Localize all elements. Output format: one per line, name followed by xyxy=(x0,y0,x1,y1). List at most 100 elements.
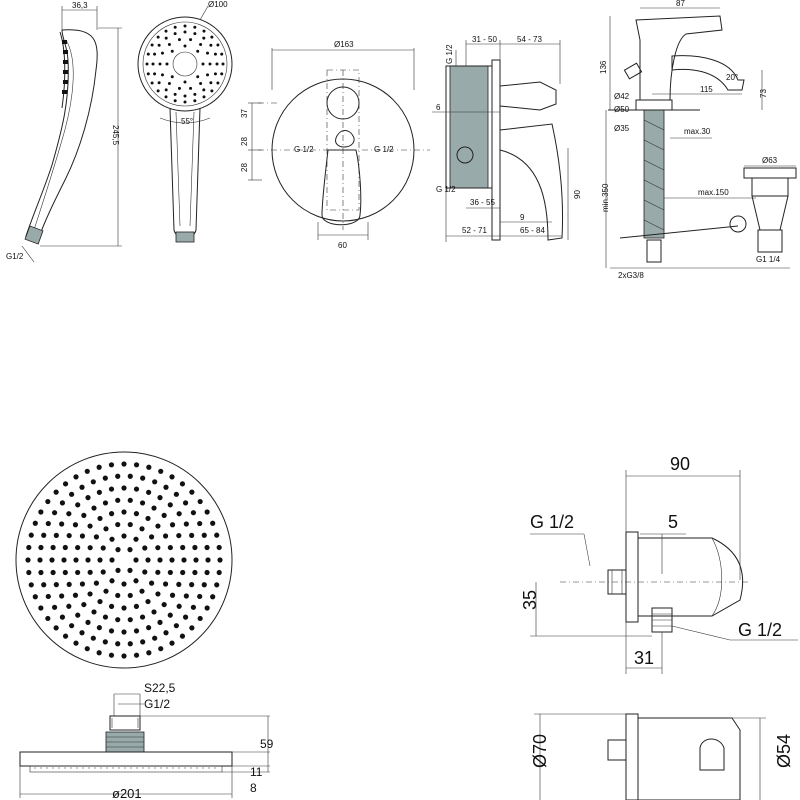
nozzle-dot xyxy=(26,569,32,576)
nozzle-dot xyxy=(197,498,203,505)
nozzle-dot xyxy=(45,498,51,505)
nozzle-dot xyxy=(164,88,168,92)
nozzle-dot xyxy=(41,582,47,588)
nozzle-dot xyxy=(96,489,102,495)
nozzle-dot xyxy=(164,95,168,99)
diameter-label: ø201 xyxy=(112,786,142,800)
d70-label: Ø70 xyxy=(530,734,550,768)
nozzle-dot xyxy=(220,52,224,56)
nozzle-dot xyxy=(91,609,97,615)
nozzle-dot xyxy=(121,605,127,611)
nozzle-dot xyxy=(216,544,222,551)
dim-max150-label: max.150 xyxy=(698,188,729,197)
nozzle-dot xyxy=(216,81,220,85)
dim-5-label: 5 xyxy=(668,512,678,532)
nozzle-dot xyxy=(140,475,146,481)
nozzle-dot xyxy=(216,569,222,576)
dim-bottom-a-label: 52 - 71 xyxy=(462,226,487,235)
nozzle-dot xyxy=(146,650,152,656)
angle-label: 55° xyxy=(181,117,193,126)
nozzle-dot xyxy=(90,479,96,485)
nozzle-dot xyxy=(62,633,69,639)
nozzle-dot xyxy=(217,557,223,563)
nozzle-dot xyxy=(115,547,121,553)
nozzle-dot xyxy=(177,86,181,90)
nozzle-dot xyxy=(51,510,58,516)
nozzle-dot xyxy=(155,591,161,597)
nozzle-dot xyxy=(169,522,176,528)
nozzle-dot xyxy=(158,646,164,652)
nozzle-dot xyxy=(75,612,81,618)
nozzle-dot xyxy=(81,601,87,608)
dim-reach-label: 115 xyxy=(700,85,713,94)
nozzle-dot xyxy=(115,592,121,599)
nozzle-dot xyxy=(202,88,206,92)
nozzle-dot xyxy=(201,532,207,538)
dim-top-b-label: 54 - 73 xyxy=(517,35,542,44)
nozzle-dot xyxy=(205,557,211,563)
dim-side-label: 6 xyxy=(436,103,441,112)
nozzle-dot xyxy=(133,652,140,658)
thread-label: G1/2 xyxy=(6,252,24,261)
nozzle-dot xyxy=(90,635,96,641)
nozzle-dot xyxy=(193,25,197,29)
dim-73-label: 73 xyxy=(759,89,768,98)
nozzle-dot xyxy=(38,605,44,611)
dim-35-label: 35 xyxy=(520,590,540,610)
nozzle-dot xyxy=(121,461,127,467)
nozzle-dot xyxy=(176,581,182,588)
nozzle-dot xyxy=(133,462,140,468)
nozzle-dot xyxy=(66,581,72,588)
nozzle-dot xyxy=(190,604,197,610)
nozzle-dot xyxy=(150,81,154,85)
nozzle-dot xyxy=(87,523,93,529)
nozzle-dot xyxy=(45,593,51,600)
nozzle-dot xyxy=(133,557,139,563)
nozzle-dot xyxy=(151,62,155,66)
nozzle-dot xyxy=(49,557,55,563)
nozzle-dot xyxy=(38,544,44,551)
nozzle-dot xyxy=(115,617,121,623)
nozzle-dot xyxy=(108,603,115,609)
nozzle-dot xyxy=(157,619,163,625)
nozzle-dot xyxy=(85,557,91,563)
nozzle-dot xyxy=(127,547,133,553)
thread-in-label: G 1/2 xyxy=(530,512,574,532)
nozzle-dot xyxy=(85,495,91,501)
nozzle-dot xyxy=(182,614,189,620)
nozzle-dot xyxy=(109,578,115,584)
nozzle-dot xyxy=(108,486,115,492)
nozzle-dot xyxy=(158,62,162,66)
dim-min350-label: min.350 xyxy=(601,183,610,212)
nozzle-dot xyxy=(189,625,195,631)
nozzle-dot xyxy=(93,534,100,540)
nozzle-dot xyxy=(32,520,38,526)
dim-height-label: 90 xyxy=(573,190,582,199)
nozzle-dot xyxy=(140,639,146,645)
thread-out-label: G 1/2 xyxy=(738,620,782,640)
nozzle-dot xyxy=(157,557,163,563)
thread-supply-label: 2xG3/8 xyxy=(618,271,644,280)
nozzle-dot xyxy=(53,489,59,495)
nozzle-dot xyxy=(108,628,115,634)
nozzle-dot xyxy=(183,94,187,98)
nozzle-dot xyxy=(146,464,152,470)
nozzle-dot xyxy=(180,544,186,551)
nozzle-dot xyxy=(97,598,103,605)
nozzle-dot xyxy=(189,489,195,495)
nozzle-dot xyxy=(189,38,193,42)
nozzle-dot xyxy=(156,35,160,39)
nozzle-dot xyxy=(108,462,115,468)
nozzle-dot xyxy=(38,509,44,515)
nozzle-dot xyxy=(127,497,133,503)
nozzle-dot xyxy=(59,521,65,527)
nozzle-dot xyxy=(204,569,210,576)
nozzle-dot xyxy=(121,485,127,491)
nozzle-dot xyxy=(38,569,44,576)
nozzle-dot xyxy=(196,49,200,53)
nozzle-dot xyxy=(202,29,206,33)
plate-width-label: 60 xyxy=(338,241,347,250)
nozzle-dot xyxy=(102,475,108,481)
nozzle-dot xyxy=(79,484,85,490)
nozzle-dot xyxy=(189,86,193,90)
